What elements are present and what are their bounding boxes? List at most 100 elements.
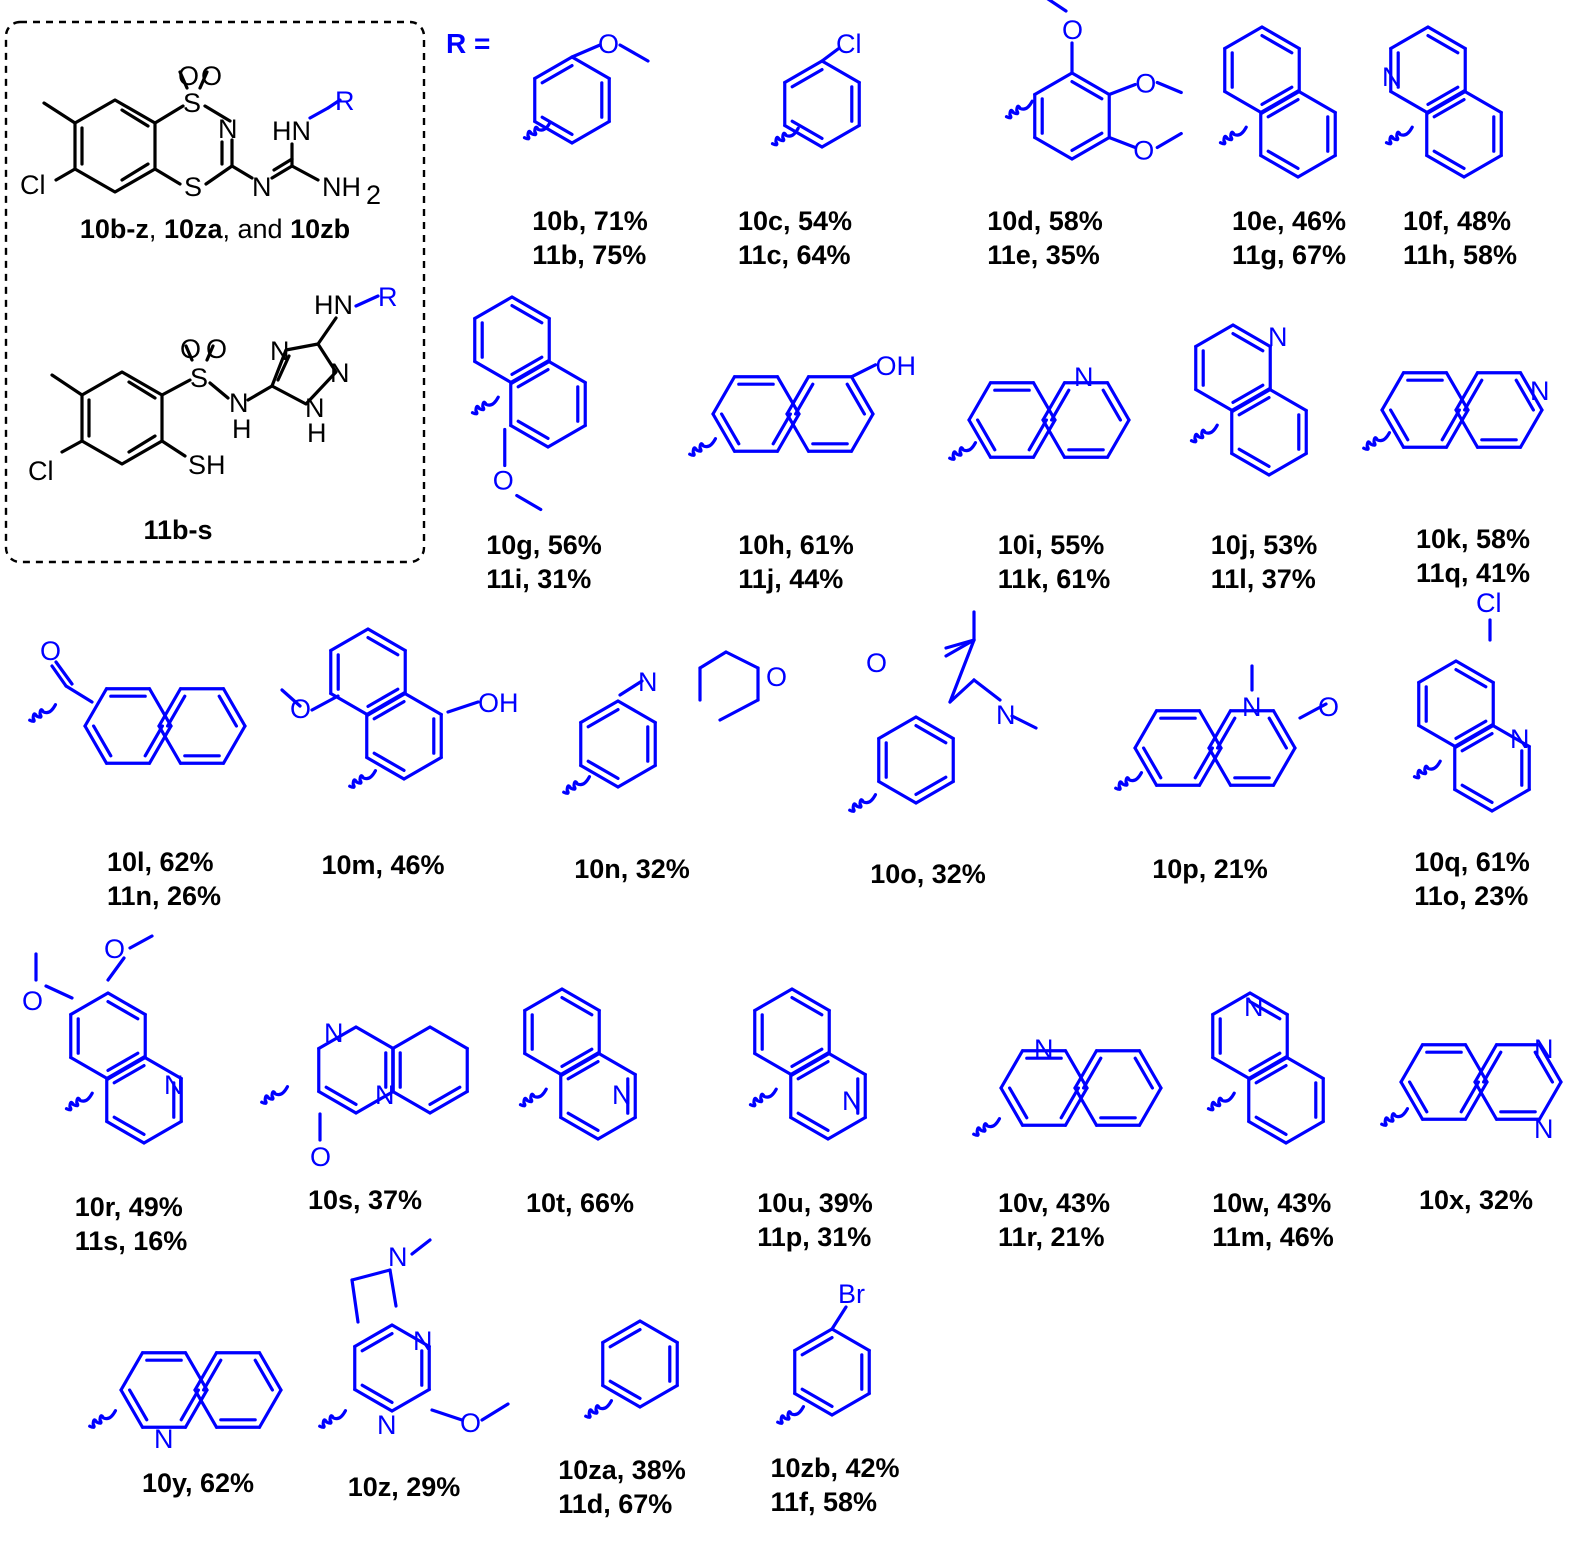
bond (106, 956, 126, 982)
bond (1537, 1080, 1563, 1121)
bond (1454, 719, 1488, 741)
bond (350, 1268, 392, 1282)
bond (1254, 1115, 1288, 1137)
bond (1254, 1063, 1288, 1085)
bond (142, 1055, 183, 1081)
bond (1007, 1086, 1029, 1120)
bond (877, 715, 918, 741)
bond (69, 991, 110, 1017)
bond (1041, 418, 1067, 459)
bond (1518, 371, 1544, 412)
bond (157, 724, 183, 765)
bond (790, 987, 831, 1013)
wavy-bond-icon (1412, 759, 1442, 780)
bond (64, 684, 94, 704)
atom-o: O (1062, 15, 1083, 45)
bond (1211, 991, 1252, 1017)
bond (428, 1085, 462, 1107)
bond (1063, 1086, 1089, 1127)
bond (1432, 97, 1466, 119)
atom-oh: OH (876, 351, 917, 381)
bond (257, 1351, 283, 1392)
atom-o: O (310, 1142, 331, 1172)
label-10h: 10h, 61%11j, 44% (738, 530, 854, 594)
bond (515, 493, 543, 512)
label-10i: 10i, 55%11k, 61% (997, 530, 1111, 594)
bond (601, 1383, 642, 1409)
bond (793, 382, 815, 416)
bond (324, 1085, 358, 1107)
bond (967, 418, 993, 459)
atom-sh: SH (188, 450, 226, 480)
bond (1070, 131, 1104, 152)
atom-hn: HN (272, 116, 311, 146)
bond (354, 1089, 395, 1115)
bond (800, 1387, 834, 1409)
bond (570, 55, 611, 81)
atom-h: H (232, 414, 252, 444)
bond (1133, 746, 1159, 787)
bond (1033, 135, 1074, 161)
bond (44, 984, 74, 1000)
wavy-bond-icon (776, 1405, 806, 1425)
bond (217, 694, 238, 728)
wavy-bond-icon (584, 1399, 614, 1419)
bond (999, 1086, 1025, 1127)
bond (608, 1379, 642, 1401)
core-box (4, 20, 426, 564)
atom-n: N (1074, 362, 1094, 392)
bond (390, 1387, 431, 1413)
bond (360, 1383, 394, 1405)
bond (579, 699, 620, 725)
atom-n: N (218, 114, 238, 144)
bond (1141, 746, 1163, 780)
bond (711, 375, 737, 416)
bond (1194, 387, 1235, 413)
bond (1223, 25, 1264, 51)
bond (1137, 1086, 1163, 1127)
bond (1389, 89, 1430, 115)
label-10z: 10z, 29% (347, 1472, 461, 1502)
bond (618, 43, 650, 63)
atom-n: N (252, 172, 272, 202)
bond (948, 678, 976, 704)
bond (221, 724, 247, 765)
wavy-bond-icon (1206, 1091, 1236, 1112)
bond (1046, 0, 1068, 13)
bond (523, 1051, 564, 1077)
atom-o: O (178, 61, 199, 91)
atom-s: S (184, 172, 202, 202)
atom-h: H (307, 418, 327, 448)
bond (1388, 408, 1410, 442)
bond (546, 359, 587, 385)
caption-sep: , (148, 214, 164, 244)
bond (390, 1323, 431, 1349)
bond (1514, 378, 1536, 412)
caption-10b-z: 10b-z (79, 214, 149, 244)
bond (1133, 1056, 1155, 1090)
bond (793, 1391, 834, 1417)
bond (1440, 408, 1462, 442)
bond (845, 382, 867, 416)
atom-n: N (164, 1070, 184, 1100)
bond (1454, 371, 1480, 412)
bond (516, 368, 550, 389)
atom-n: N (324, 1018, 344, 1048)
label-10t: 10t, 66% (525, 1188, 635, 1218)
bond (540, 63, 574, 85)
bond (1399, 1043, 1425, 1084)
label-10q: 10q, 61%11o, 23% (1414, 847, 1530, 911)
bond (820, 123, 861, 149)
bond (1207, 746, 1233, 787)
bond (510, 304, 544, 325)
bond (402, 755, 443, 781)
bond (972, 678, 1002, 702)
bond (183, 1351, 209, 1392)
bond (1267, 716, 1289, 750)
bond (1033, 71, 1074, 97)
bond (83, 687, 109, 728)
atom-n: N (638, 667, 658, 697)
atom-n: N (1034, 1034, 1054, 1064)
bond (1193, 746, 1215, 780)
